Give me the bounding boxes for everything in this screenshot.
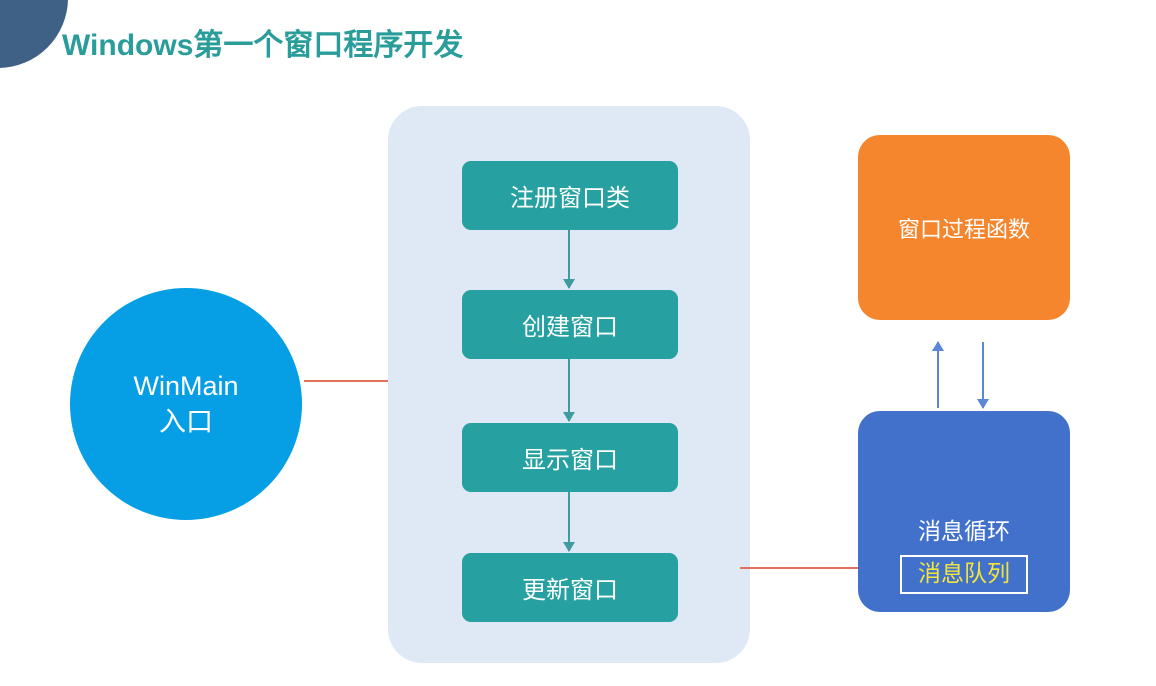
window-procedure-node[interactable]: 窗口过程函数 bbox=[858, 135, 1070, 320]
flow-step-create-window[interactable]: 创建窗口 bbox=[462, 290, 678, 359]
winmain-entry-line1: WinMain bbox=[133, 370, 239, 401]
arrow-shaft bbox=[304, 380, 407, 382]
flow-step-label: 显示窗口 bbox=[522, 447, 618, 474]
arrow-step3-to-step4-icon bbox=[563, 492, 575, 552]
flow-step-label: 创建窗口 bbox=[522, 314, 618, 341]
arrow-head bbox=[932, 341, 944, 351]
corner-decoration bbox=[0, 0, 68, 68]
flow-step-register-window-class[interactable]: 注册窗口类 bbox=[462, 161, 678, 230]
arrow-shaft bbox=[740, 567, 868, 569]
arrow-head bbox=[563, 412, 575, 422]
arrow-head bbox=[977, 399, 989, 409]
arrow-shaft bbox=[937, 342, 939, 408]
page-title: Windows第一个窗口程序开发 bbox=[62, 29, 464, 62]
arrow-step2-to-step3-icon bbox=[563, 359, 575, 422]
arrow-shaft bbox=[982, 342, 984, 408]
flow-step-label: 更新窗口 bbox=[522, 577, 618, 604]
arrow-head bbox=[563, 542, 575, 552]
arrow-shaft bbox=[568, 230, 570, 288]
flow-step-label: 注册窗口类 bbox=[510, 185, 630, 212]
winmain-entry-line2: 入口 bbox=[159, 407, 213, 437]
flow-step-show-window[interactable]: 显示窗口 bbox=[462, 423, 678, 492]
arrow-shaft bbox=[568, 359, 570, 421]
arrow-procedure-to-loop-icon bbox=[977, 342, 989, 409]
arrow-step1-to-step2-icon bbox=[563, 230, 575, 289]
arrow-loop-to-procedure-icon bbox=[932, 341, 944, 408]
message-loop-label: 消息循环 bbox=[918, 518, 1010, 545]
message-queue-badge[interactable]: 消息队列 bbox=[900, 555, 1028, 594]
winmain-entry-node[interactable]: WinMain 入口 bbox=[70, 288, 302, 520]
flow-step-update-window[interactable]: 更新窗口 bbox=[462, 553, 678, 622]
arrow-head bbox=[563, 279, 575, 289]
arrow-shaft bbox=[568, 492, 570, 551]
arrow-flow-to-message-loop-icon bbox=[740, 562, 869, 574]
window-procedure-label: 窗口过程函数 bbox=[897, 216, 1030, 242]
message-loop-node[interactable]: 消息循环 消息队列 bbox=[858, 411, 1070, 612]
